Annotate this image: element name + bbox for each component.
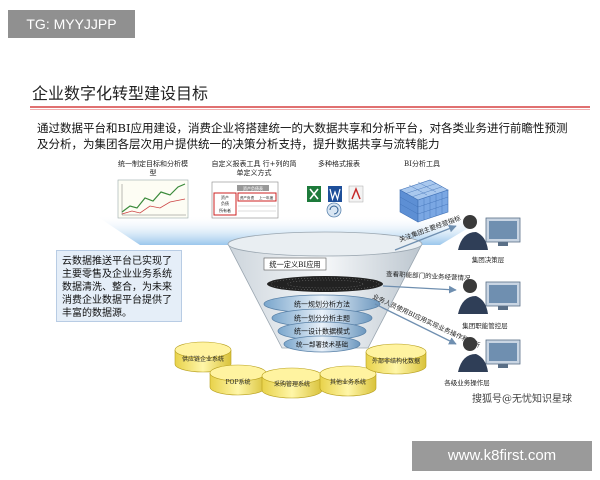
credit-text: 搜狐号@无忧知识星球	[472, 392, 572, 405]
bi-app-label-box	[263, 257, 327, 271]
mock-row-label-1: 资产	[221, 194, 229, 200]
slide-title: 企业数字化转型建设目标	[32, 84, 209, 103]
user-figure-1: 集团决策层	[458, 215, 521, 264]
funnel-ring-4	[283, 335, 361, 353]
custom-report-mock: 资产负债表 资产 负债 所有者 资产负债 上一年度	[211, 181, 279, 219]
tool-label-models: 统一制定目标和分析模型	[118, 160, 188, 177]
data-source-1-label: 供应链企业系统	[182, 355, 224, 363]
report-format-icons	[307, 185, 364, 218]
data-source-5-label: 外部非结构化数据	[372, 357, 420, 365]
data-source-cylinder-2: POP系统	[209, 364, 267, 396]
data-source-cylinder-3: 采购管理系统	[261, 367, 323, 399]
funnel-layer-1: 统一规划分析方法	[294, 300, 350, 309]
mock-row-label-3: 所有者	[219, 207, 231, 213]
watermark-label: www.k8first.com	[412, 441, 592, 471]
tool-label-custom-report: 自定义报表工具 行+列的简单定义方式	[211, 160, 297, 177]
mock-col-label-2: 上一年度	[259, 195, 274, 200]
data-source-3-label: 采购管理系统	[274, 380, 310, 388]
intro-paragraph: 通过数据平台和BI应用建设，消费企业将搭建统一的大数据共享和分析平台，对各类业务…	[37, 121, 568, 151]
data-source-cylinder-5: 外部非结构化数据	[365, 343, 427, 375]
data-source-2-label: POP系统	[226, 378, 251, 386]
funnel-layer-3: 统一设计数据模式	[294, 327, 350, 336]
tool-label-report-formats: 多种格式报表	[318, 160, 360, 168]
refresh-icon	[326, 202, 342, 218]
funnel-layer-2: 统一划分分析主题	[294, 314, 350, 323]
title-underline	[30, 106, 590, 108]
data-source-cylinder-1: 供应链企业系统	[174, 341, 232, 373]
funnel-layer-4: 统一部署技术基础	[296, 340, 349, 349]
title-underline-thin	[30, 109, 590, 110]
arrow-to-operations	[374, 303, 457, 345]
data-source-4-label: 其他业务系统	[330, 378, 366, 386]
user-label-2: 集团职能管控层	[462, 321, 508, 330]
funnel-top-label: 统一定义BI应用	[269, 260, 320, 269]
data-source-cylinder-4: 其他业务系统	[319, 365, 377, 397]
mock-col-label-1: 资产负债	[240, 195, 255, 200]
mock-row-label-2: 负债	[221, 200, 229, 206]
word-icon	[328, 186, 342, 202]
funnel-top	[227, 231, 423, 257]
user-figure-3: 各级业务操作层	[444, 337, 521, 387]
arrow-to-decision	[394, 224, 457, 251]
mock-table-header: 资产负债表	[243, 185, 263, 191]
user-figure-2: 集团职能管控层	[458, 279, 521, 330]
tag-label: TG: MYYJJPP	[8, 10, 135, 38]
flow-label-2: 查看职能部门的业务经营情况	[386, 269, 471, 282]
tool-label-bi-tools: BI分析工具	[404, 160, 440, 168]
data-source-fact-box: 云数据推送平台已实现了主要零售及企业业务系统数据清洗、整合，为未来消费企业数据平…	[56, 250, 182, 322]
olap-cube-icon	[399, 179, 449, 223]
user-label-1: 集团决策层	[472, 255, 505, 264]
user-label-3: 各级业务操作层	[444, 378, 490, 387]
line-chart-thumbnail	[117, 179, 189, 219]
arrow-to-management	[382, 285, 457, 294]
dotted-layer	[267, 276, 383, 292]
